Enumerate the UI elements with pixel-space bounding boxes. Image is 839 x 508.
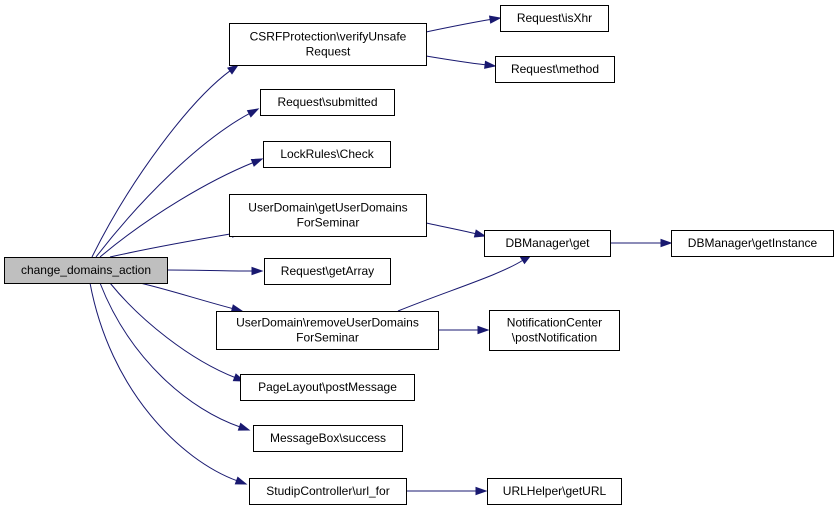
edge-change_domains_action-to-userdomain_get	[109, 229, 244, 258]
node-label: CSRFProtection\verifyUnsafe	[250, 30, 407, 44]
arrowhead-icon	[475, 486, 488, 496]
edge-studipcontroller_url_for-to-urlhelper_geturl	[405, 486, 488, 496]
edge-userdomain_remove-to-dbmanager_get	[397, 254, 533, 312]
node-label: DBManager\getInstance	[688, 236, 818, 250]
arrowhead-icon	[227, 64, 240, 75]
edge-change_domains_action-to-userdomain_remove	[139, 282, 244, 313]
node-label: Request\getArray	[281, 264, 374, 278]
arrowhead-icon	[237, 422, 251, 431]
node-box	[487, 478, 622, 505]
node-box	[249, 478, 407, 505]
call-graph-nodes: change_domains_action CSRFProtection\veri…	[4, 5, 834, 505]
node-box	[671, 230, 834, 257]
node-studipcontroller_url_for[interactable]: StudipController\url_for	[249, 478, 407, 505]
node-box	[229, 194, 427, 237]
node-request_method[interactable]: Request\method	[495, 56, 615, 83]
node-notificationcenter_post[interactable]: NotificationCenter\postNotification	[489, 310, 620, 351]
node-box	[495, 56, 615, 83]
node-dbmanager_get[interactable]: DBManager\get	[484, 230, 611, 257]
node-label: ForSeminar	[296, 331, 359, 345]
node-label: UserDomain\removeUserDomains	[236, 316, 419, 330]
arrowhead-icon	[230, 304, 244, 313]
node-dbmanager_getinstance[interactable]: DBManager\getInstance	[671, 230, 834, 257]
node-label: MessageBox\success	[270, 431, 386, 445]
node-label: Request\submitted	[277, 95, 377, 109]
node-change_domains_action[interactable]: change_domains_action	[4, 257, 168, 284]
node-pagelayout_postmessage[interactable]: PageLayout\postMessage	[240, 374, 415, 401]
node-box	[216, 311, 439, 350]
node-label: ForSeminar	[297, 216, 360, 230]
arrowhead-icon	[234, 476, 248, 485]
edge-csrf_verify-to-request_isxhr	[425, 15, 502, 33]
edge-dbmanager_get-to-dbmanager_getinstance	[610, 238, 673, 248]
edge-userdomain_remove-to-notificationcenter_post	[438, 325, 490, 335]
node-box	[229, 23, 427, 66]
node-box	[240, 374, 415, 401]
arrowhead-icon	[660, 238, 673, 248]
node-label: DBManager\get	[505, 236, 590, 250]
node-box	[4, 257, 168, 284]
arrowhead-icon	[246, 108, 260, 118]
node-urlhelper_geturl[interactable]: URLHelper\getURL	[487, 478, 622, 505]
node-label: NotificationCenter	[507, 316, 602, 330]
node-request_submitted[interactable]: Request\submitted	[260, 89, 395, 116]
node-box	[264, 258, 391, 285]
node-lockrules_check[interactable]: LockRules\Check	[263, 141, 391, 168]
node-box	[484, 230, 611, 257]
edge-change_domains_action-to-messagebox_success	[99, 282, 251, 431]
node-box	[260, 89, 395, 116]
arrowhead-icon	[251, 266, 264, 276]
node-label: Request\method	[511, 62, 599, 76]
edge-change_domains_action-to-lockrules_check	[99, 158, 264, 258]
node-request_isxhr[interactable]: Request\isXhr	[500, 5, 609, 32]
edge-userdomain_get-to-dbmanager_get	[425, 222, 487, 238]
edge-change_domains_action-to-request_submitted	[95, 108, 260, 258]
node-request_getarray[interactable]: Request\getArray	[264, 258, 391, 285]
arrowhead-icon	[488, 15, 502, 24]
node-box	[489, 310, 620, 351]
node-label: LockRules\Check	[280, 147, 374, 161]
node-box	[263, 141, 391, 168]
node-label: URLHelper\getURL	[503, 484, 607, 498]
edge-change_domains_action-to-studipcontroller_url_for	[89, 282, 248, 485]
node-label: UserDomain\getUserDomains	[248, 201, 407, 215]
edge-change_domains_action-to-csrf_verify	[91, 64, 240, 258]
arrowhead-icon	[250, 158, 264, 167]
node-label: Request	[306, 45, 351, 59]
node-label: change_domains_action	[21, 263, 151, 277]
arrowhead-icon	[484, 60, 497, 69]
node-box	[253, 425, 403, 452]
node-label: Request\isXhr	[517, 11, 592, 25]
edge-csrf_verify-to-request_method	[425, 55, 497, 69]
edge-change_domains_action-to-request_getarray	[166, 266, 264, 276]
node-box	[500, 5, 609, 32]
arrowhead-icon	[473, 229, 487, 238]
node-label: \postNotification	[512, 331, 597, 345]
node-label: PageLayout\postMessage	[258, 380, 397, 394]
node-messagebox_success[interactable]: MessageBox\success	[253, 425, 403, 452]
node-label: StudipController\url_for	[266, 484, 389, 498]
arrowhead-icon	[477, 325, 490, 335]
